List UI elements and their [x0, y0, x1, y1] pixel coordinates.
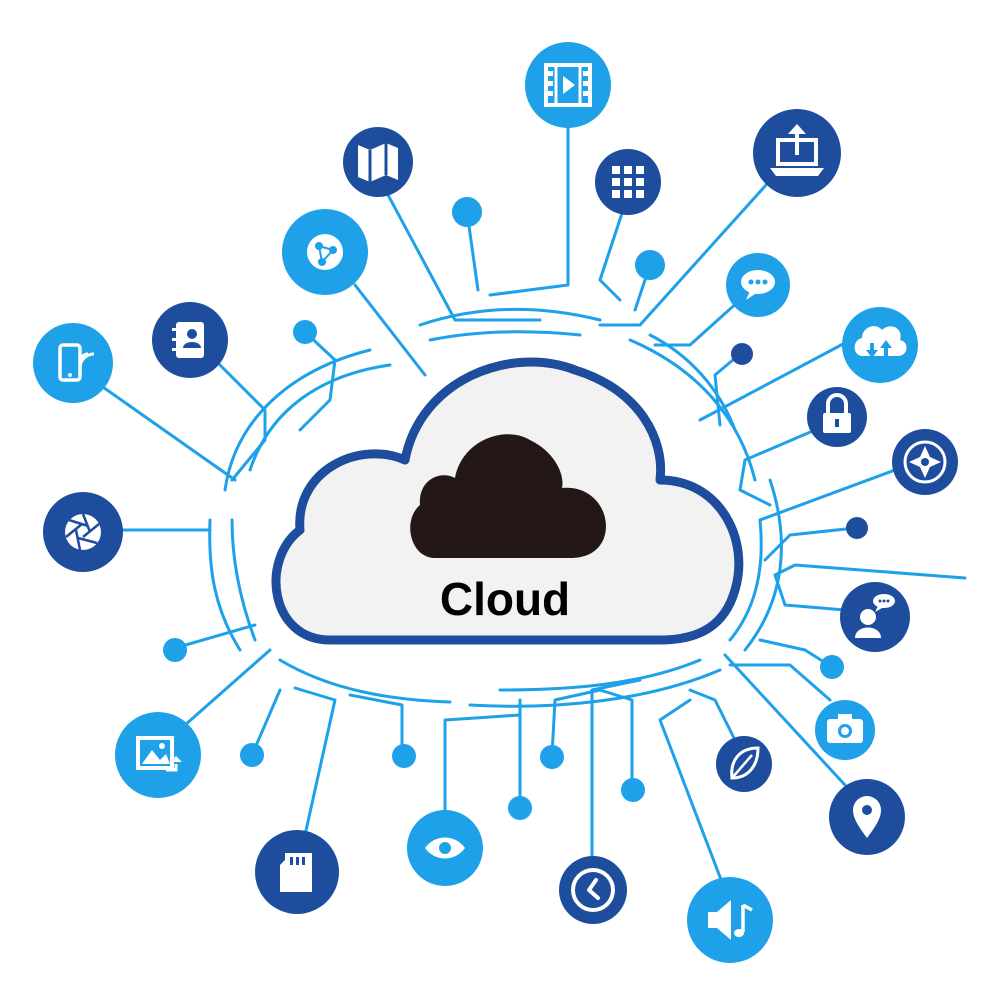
- stub-line: [173, 623, 257, 650]
- connector-lock: [738, 428, 817, 507]
- connector-pin: [723, 653, 847, 787]
- stub-line: [713, 352, 742, 427]
- leaf-icon[interactable]: [716, 736, 772, 792]
- connector-eye: [443, 713, 522, 812]
- ring-arc: [743, 478, 783, 652]
- connector-image: [183, 648, 272, 727]
- stub-dot: [621, 778, 645, 802]
- stub-dots: [163, 197, 868, 820]
- connector-grid: [598, 193, 630, 302]
- camera-icon[interactable]: [815, 700, 875, 760]
- connector-video: [488, 118, 570, 297]
- center-label: Cloud: [440, 573, 570, 625]
- eye-icon[interactable]: [407, 810, 483, 886]
- stub-line: [348, 693, 404, 756]
- connector-leaf: [688, 688, 737, 742]
- connector-lines: [98, 118, 967, 892]
- chat-bubble-icon[interactable]: [726, 253, 790, 317]
- stub-line: [763, 526, 857, 562]
- mobile-wifi-icon[interactable]: [33, 323, 113, 403]
- ring-arc: [278, 658, 452, 704]
- stub-dot: [293, 320, 317, 344]
- connector-laptop: [598, 173, 777, 327]
- stub-dot: [452, 197, 482, 227]
- clock-icon[interactable]: [559, 856, 627, 924]
- stub-dot: [846, 517, 868, 539]
- cloud-center-icon: [410, 434, 606, 558]
- stub-line: [598, 688, 634, 790]
- connector-clock: [590, 678, 642, 862]
- compass-icon[interactable]: [892, 429, 958, 495]
- sd-card-icon[interactable]: [255, 830, 339, 914]
- stub-dot: [240, 743, 264, 767]
- stub-dot: [731, 343, 753, 365]
- stub-dot: [163, 638, 187, 662]
- stub-dot: [635, 250, 665, 280]
- connector-mobile: [98, 383, 237, 482]
- camera-aperture-icon[interactable]: [43, 492, 123, 572]
- connector-compass: [758, 468, 897, 522]
- connector-map: [378, 178, 542, 322]
- video-film-icon[interactable]: [525, 42, 611, 128]
- location-pin-icon[interactable]: [829, 779, 905, 855]
- connector-contacts: [213, 358, 267, 482]
- stub-dot: [508, 796, 532, 820]
- ring-arc: [223, 348, 372, 492]
- icon-nodes: [33, 42, 958, 963]
- globe-network-icon[interactable]: [282, 209, 368, 295]
- stub-line: [550, 688, 602, 757]
- stub-dot: [820, 655, 844, 679]
- image-transfer-icon[interactable]: [115, 712, 201, 798]
- connector-globe: [353, 283, 427, 377]
- ring-arc: [230, 518, 257, 642]
- ring-arc: [728, 518, 763, 642]
- connector-userchat: [773, 563, 967, 612]
- connector-camera: [728, 663, 832, 702]
- connector-chat: [653, 298, 742, 347]
- ring-arc: [428, 330, 582, 342]
- ring-arc: [418, 307, 602, 327]
- laptop-upload-icon[interactable]: [753, 109, 841, 197]
- speaker-music-icon[interactable]: [687, 877, 773, 963]
- connector-sdcard: [293, 686, 337, 837]
- connector-speaker: [658, 698, 727, 892]
- connector-cloudsync: [698, 333, 862, 422]
- ring-arc: [648, 333, 737, 432]
- ring-arc: [208, 518, 242, 652]
- user-chat-icon[interactable]: [840, 582, 910, 652]
- ring-arc: [468, 668, 722, 708]
- ring-arc: [498, 658, 702, 692]
- app-grid-icon[interactable]: [595, 149, 661, 215]
- contacts-book-icon[interactable]: [152, 302, 228, 378]
- stub-dot: [540, 745, 564, 769]
- central-cloud: Cloud: [271, 357, 744, 645]
- cloud-sync-icon[interactable]: [842, 307, 918, 383]
- stub-dot: [392, 744, 416, 768]
- map-icon[interactable]: [343, 127, 413, 197]
- stub-line: [298, 330, 337, 432]
- padlock-icon[interactable]: [807, 387, 867, 447]
